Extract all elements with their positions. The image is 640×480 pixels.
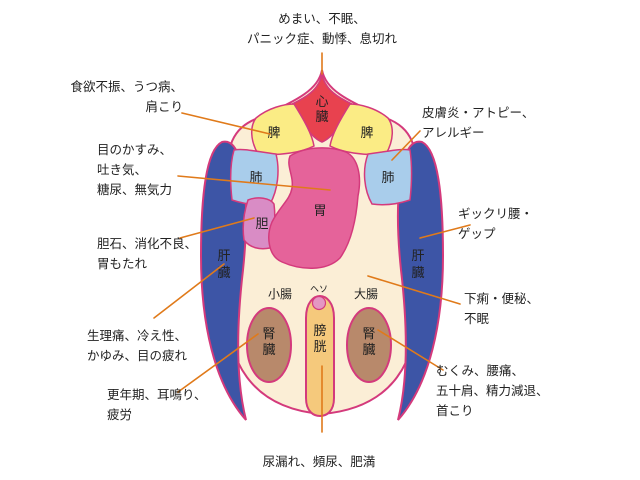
- callout-back: ギックリ腰・ゲップ: [458, 206, 533, 241]
- label-stomach: 胃: [313, 204, 326, 219]
- callout-menopause: 更年期、耳鳴り、疲労: [107, 387, 207, 422]
- lung-right-region: [363, 148, 413, 206]
- leader-gallstone: [179, 217, 255, 239]
- heart-region: [291, 73, 353, 143]
- callout-bottom: 尿漏れ、頻尿、肥満: [263, 454, 376, 469]
- leader-skin: [391, 130, 421, 161]
- label-lung-right: 肺: [381, 171, 394, 186]
- label-liver-left: 肝臓: [217, 249, 230, 281]
- label-heart: 心臓: [315, 95, 328, 125]
- label-liver-right: 肝臓: [411, 249, 424, 281]
- leader-menstrual: [153, 263, 225, 319]
- leader-menopause: [177, 333, 259, 393]
- label-gallbladder: 胆: [255, 217, 268, 232]
- kidney-left-region: [246, 307, 292, 383]
- stomach-region: [268, 147, 361, 269]
- leader-back: [419, 224, 471, 239]
- label-navel: ヘソ: [310, 285, 328, 295]
- navel-region: [311, 295, 327, 311]
- label-spleen-right: 脾: [360, 126, 373, 141]
- leader-diarrhea: [367, 275, 461, 305]
- callout-diarrhea: 下痢・便秘、不眠: [464, 291, 539, 326]
- label-kidney-left: 腎臓: [262, 327, 275, 358]
- callout-eyes: 目のかすみ、吐き気、糖尿、無気力: [97, 142, 172, 197]
- label-kidney-right: 腎臓: [362, 327, 375, 358]
- kidney-right-region: [346, 307, 392, 383]
- spleen-left-region: [251, 103, 315, 156]
- bladder-region: [305, 294, 335, 418]
- callout-swelling: むくみ、腰痛、五十肩、精力減退、首こり: [436, 363, 549, 418]
- callout-top: めまい、不眠、パニック症、動悸、息切れ: [247, 11, 398, 46]
- label-bladder: 膀胱: [313, 323, 326, 355]
- label-small-intestine: 小腸: [268, 287, 292, 301]
- leader-eyes: [177, 175, 331, 191]
- leader-swelling: [377, 329, 444, 371]
- callout-skin: 皮膚炎・アトピー、アレルギー: [422, 105, 534, 140]
- callout-gallstone: 胆石、消化不良、胃もたれ: [97, 236, 197, 271]
- callout-appetite: 食欲不振、うつ病、肩こり: [70, 79, 183, 114]
- label-large-intestine: 大腸: [354, 287, 378, 301]
- leader-lines: [153, 52, 471, 433]
- callout-menstrual: 生理痛、冷え性、かゆみ、目の疲れ: [87, 328, 188, 363]
- leader-appetite: [181, 112, 271, 135]
- spleen-right-region: [329, 103, 393, 156]
- label-spleen-left: 脾: [267, 126, 280, 141]
